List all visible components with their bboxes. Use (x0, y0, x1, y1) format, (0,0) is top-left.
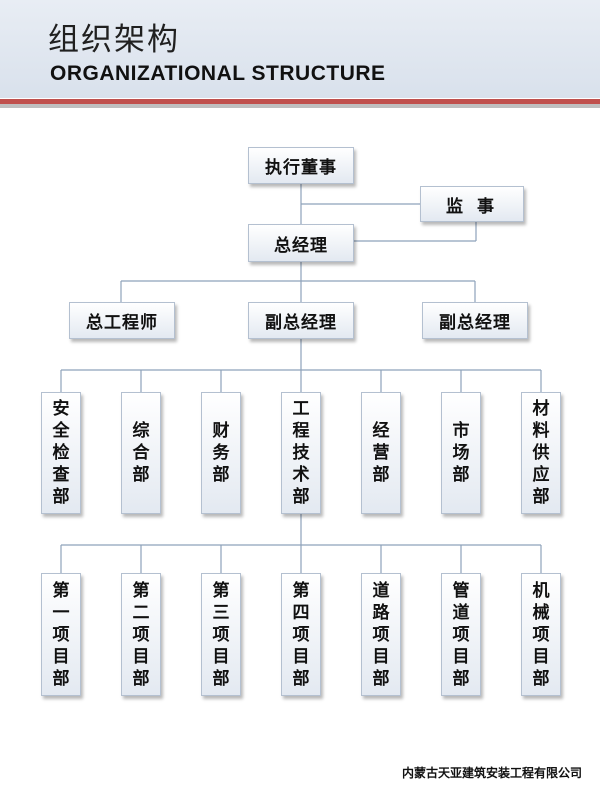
header-divider-gray (0, 104, 600, 108)
node-project-4: 第四项目部 (281, 573, 321, 696)
node-dept-finance: 财务部 (201, 392, 241, 514)
node-dept-materials: 材料供应部 (521, 392, 561, 514)
node-deputy-gm-center: 副总经理 (248, 302, 354, 339)
header-banner: 组织架构 ORGANIZATIONAL STRUCTURE (0, 0, 600, 98)
node-dept-marketing: 市场部 (441, 392, 481, 514)
node-project-1: 第一项目部 (41, 573, 81, 696)
node-general-manager: 总经理 (248, 224, 354, 262)
node-dept-engineering: 工程技术部 (281, 392, 321, 514)
header-divider-red (0, 99, 600, 104)
node-chief-engineer: 总工程师 (69, 302, 175, 339)
page-title: 组织架构 (48, 22, 180, 58)
node-dept-general-affairs: 综合部 (121, 392, 161, 514)
node-supervisor: 监 事 (420, 186, 524, 222)
company-name: 内蒙古天亚建筑安装工程有限公司 (401, 766, 582, 780)
node-executive-director: 执行董事 (248, 147, 354, 184)
page-subtitle: ORGANIZATIONAL STRUCTURE (50, 62, 386, 85)
node-project-road: 道路项目部 (361, 573, 401, 696)
node-dept-operations: 经营部 (361, 392, 401, 514)
node-project-pipeline: 管道项目部 (441, 573, 481, 696)
node-project-3: 第三项目部 (201, 573, 241, 696)
node-dept-safety: 安全检查部 (41, 392, 81, 514)
node-deputy-gm-right: 副总经理 (422, 302, 528, 339)
node-project-2: 第二项目部 (121, 573, 161, 696)
node-project-machinery: 机械项目部 (521, 573, 561, 696)
